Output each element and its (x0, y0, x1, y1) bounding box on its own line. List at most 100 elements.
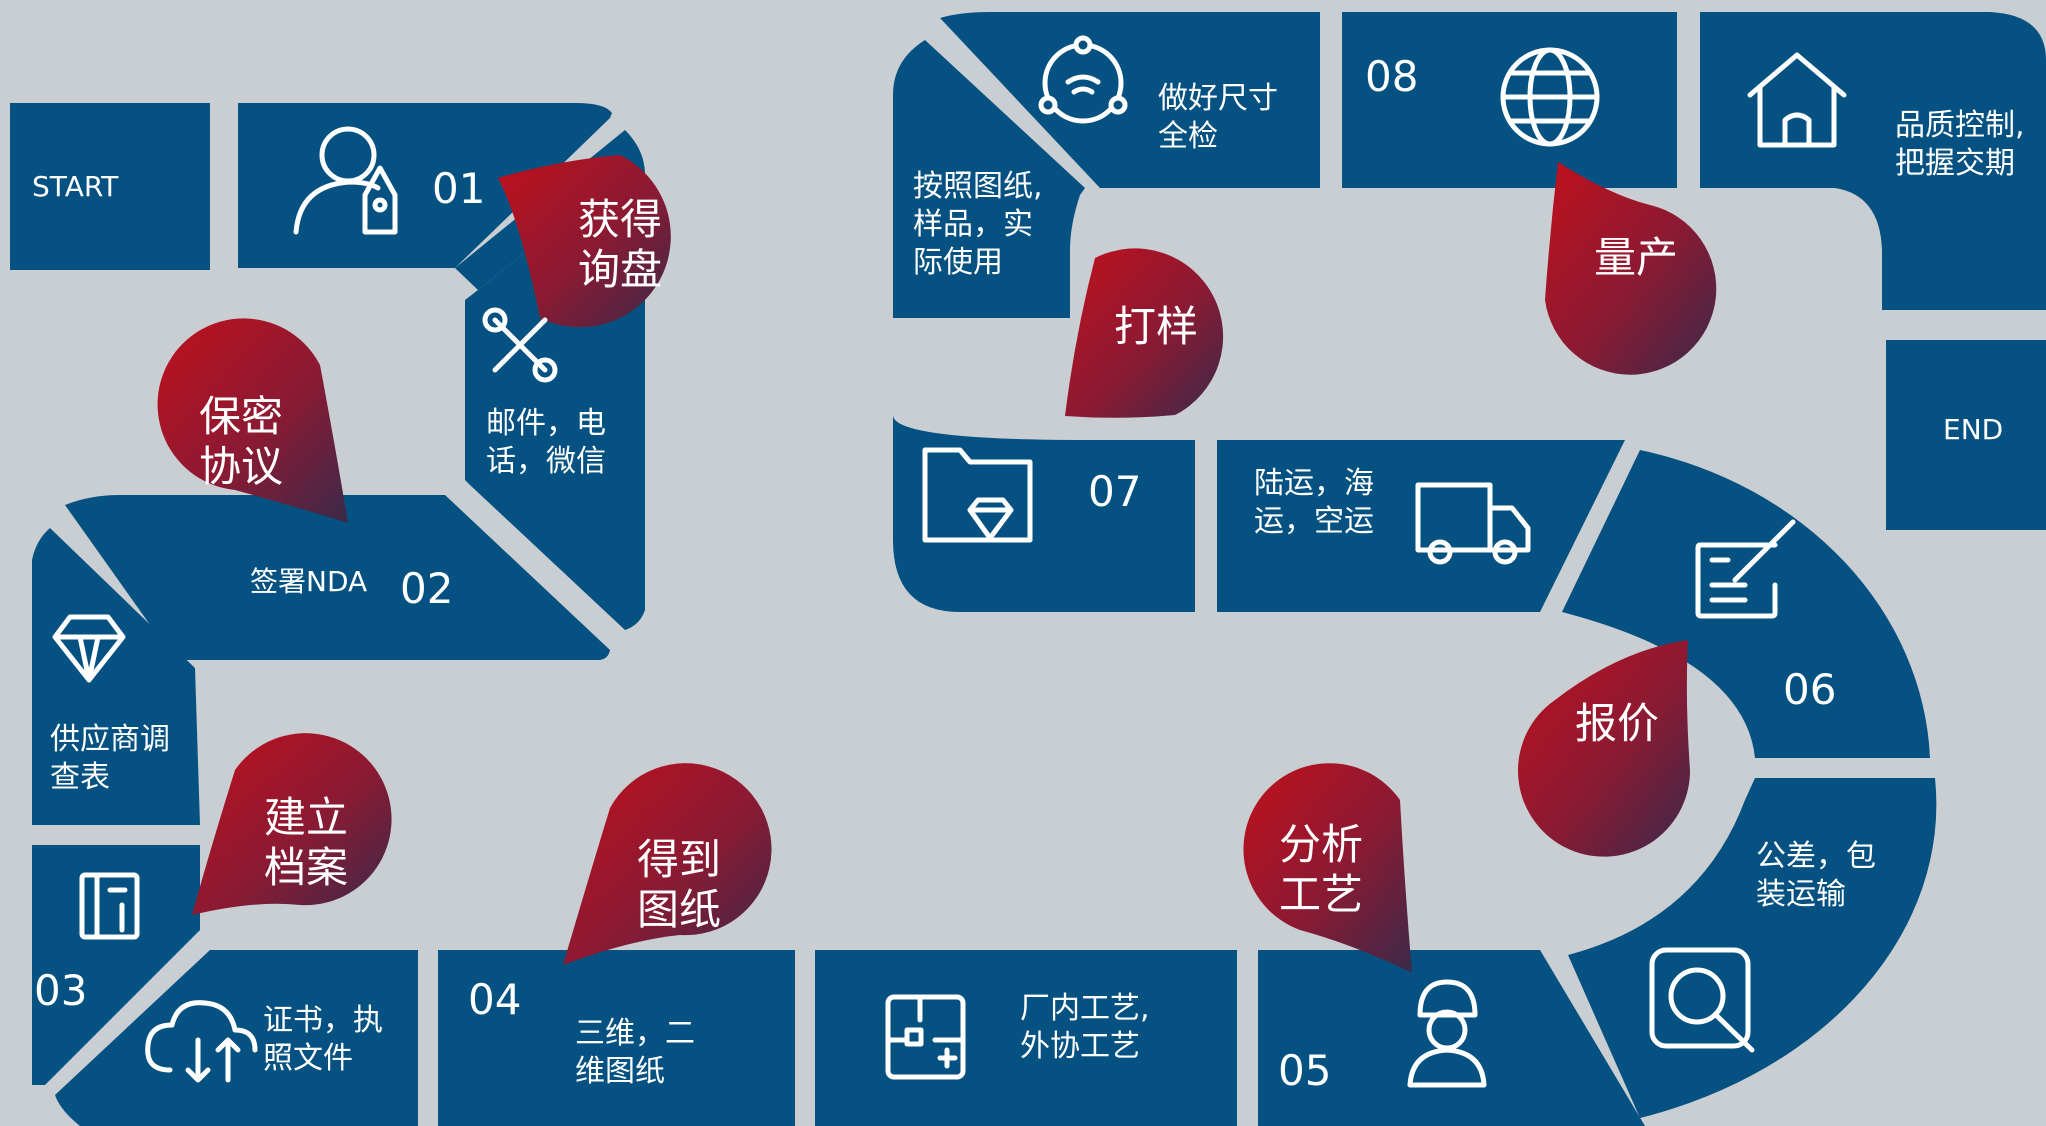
search-icon (1649, 947, 1755, 1053)
diamond-icon (52, 614, 126, 683)
step-04-line-1: 三维，二 (575, 1016, 695, 1051)
quality-line-1: 品质控制, (1895, 108, 2025, 143)
cloud-transfer-icon (145, 1000, 258, 1083)
start-label: START (32, 170, 119, 203)
bubble-01-line-1: 获得 (577, 195, 663, 244)
bubble-02-line-1: 保密 (198, 392, 284, 441)
bubble-05-line-2: 工艺 (1278, 870, 1364, 919)
truck-icon (1415, 482, 1531, 565)
bubble-06-label: 报价 (1574, 699, 1660, 748)
shipping-tile (1217, 440, 1625, 612)
bubble-05-line-1: 分析 (1278, 820, 1364, 869)
shipping-line-1: 陆运，海 (1254, 466, 1374, 501)
bubble-07-label: 打样 (1113, 302, 1199, 351)
survey-line-1: 供应商调 (50, 722, 170, 757)
certs-tile (55, 950, 418, 1126)
network-icon (1038, 35, 1128, 124)
tolerance-text: 公差，包 装运输 (1756, 838, 1876, 914)
step-05-tile (1258, 950, 1645, 1126)
blueprint-icon (885, 994, 966, 1080)
step-03-tile (32, 845, 200, 1085)
home-icon (1747, 52, 1847, 148)
end-label: END (1943, 413, 2004, 446)
step-02-number: 02 (400, 564, 454, 613)
process-line-1: 厂内工艺, (1020, 991, 1150, 1026)
tools-icon (482, 307, 558, 383)
sampling-line-3: 际使用 (913, 245, 1003, 280)
bubble-01 (498, 155, 671, 328)
step-04-text: 三维，二 维图纸 (575, 1015, 695, 1091)
survey-line-2: 查表 (50, 760, 110, 795)
bubble-06 (1518, 640, 1691, 857)
bubble-01-label: 获得 询盘 (578, 195, 662, 295)
step-03-number: 03 (34, 966, 88, 1015)
bubble-03-line-1: 建立 (263, 793, 349, 842)
bubble-02 (157, 318, 348, 523)
quality-line-2: 把握交期 (1895, 146, 2015, 181)
bubble-04-line-2: 图纸 (636, 885, 722, 934)
bubble-08-label: 量产 (1593, 233, 1679, 282)
step-02-tile (65, 495, 610, 660)
bubble-02-line-2: 协议 (198, 442, 284, 491)
folder-diamond-icon (922, 447, 1033, 543)
track (10, 12, 2046, 1126)
contact-line-2: 话，微信 (486, 444, 606, 479)
bubble-03 (192, 733, 392, 915)
step-04-tile (438, 950, 795, 1126)
step-07-tile (893, 338, 1195, 612)
globe-icon (1500, 47, 1600, 147)
inspect-tile (940, 12, 1320, 188)
step-01-number: 01 (432, 164, 486, 213)
bubble-04 (563, 763, 772, 965)
step-04-number: 04 (468, 975, 522, 1024)
tolerance-tile (1568, 778, 1937, 1118)
step-06-number: 06 (1783, 665, 1837, 714)
step-04-line-2: 维图纸 (575, 1054, 665, 1089)
bubble-02-label: 保密 协议 (199, 392, 283, 492)
shipping-text: 陆运，海 运，空运 (1254, 465, 1374, 541)
step-02-text: 签署NDA (250, 565, 368, 598)
process-tile (815, 950, 1237, 1126)
bubble-04-label: 得到 图纸 (637, 835, 721, 935)
step-06-tile (1562, 450, 1930, 758)
inspect-text: 做好尺寸 全检 (1158, 80, 1278, 156)
sampling-tile (893, 40, 1085, 318)
sampling-line-1: 按照图纸, (913, 169, 1043, 204)
inspect-line-1: 做好尺寸 (1158, 81, 1278, 116)
bubble-04-line-1: 得到 (636, 835, 722, 884)
certs-line-1: 证书，执 (263, 1003, 383, 1038)
inspect-line-2: 全检 (1158, 119, 1218, 154)
user-tag-icon (293, 126, 398, 235)
bubbles (157, 155, 1717, 973)
quality-text: 品质控制, 把握交期 (1895, 107, 2025, 183)
edit-icon (1695, 519, 1796, 619)
contact-text: 邮件，电 话，微信 (486, 405, 606, 481)
certs-line-2: 照文件 (263, 1041, 353, 1076)
bubble-03-label: 建立 档案 (264, 793, 348, 893)
bubble-01-line-2: 询盘 (577, 245, 663, 294)
certs-text: 证书，执 照文件 (263, 1002, 383, 1078)
quality-tile (1700, 12, 2046, 310)
bubble-03-line-2: 档案 (263, 843, 349, 892)
step-01-tile (238, 103, 612, 268)
bubble-07 (1065, 248, 1224, 418)
step-05-number: 05 (1278, 1046, 1332, 1095)
worker-icon (1407, 979, 1487, 1088)
sampling-text: 按照图纸, 样品，实 际使用 (913, 168, 1043, 282)
tolerance-line-2: 装运输 (1756, 877, 1846, 912)
survey-text: 供应商调 查表 (50, 721, 170, 797)
survey-tile (32, 528, 200, 825)
step-08-number: 08 (1365, 52, 1419, 101)
bubble-05-label: 分析 工艺 (1279, 820, 1363, 920)
step-07-number: 07 (1088, 467, 1142, 516)
sampling-line-2: 样品，实 (913, 207, 1033, 242)
shipping-line-2: 运，空运 (1254, 504, 1374, 539)
bubble-05 (1243, 763, 1412, 973)
step-08-tile (1342, 12, 1677, 188)
contact-line-1: 邮件，电 (486, 406, 606, 441)
document-icon (79, 872, 140, 940)
bubble-08 (1545, 162, 1717, 375)
end-tile (1886, 340, 2046, 530)
start-tile (10, 103, 210, 270)
